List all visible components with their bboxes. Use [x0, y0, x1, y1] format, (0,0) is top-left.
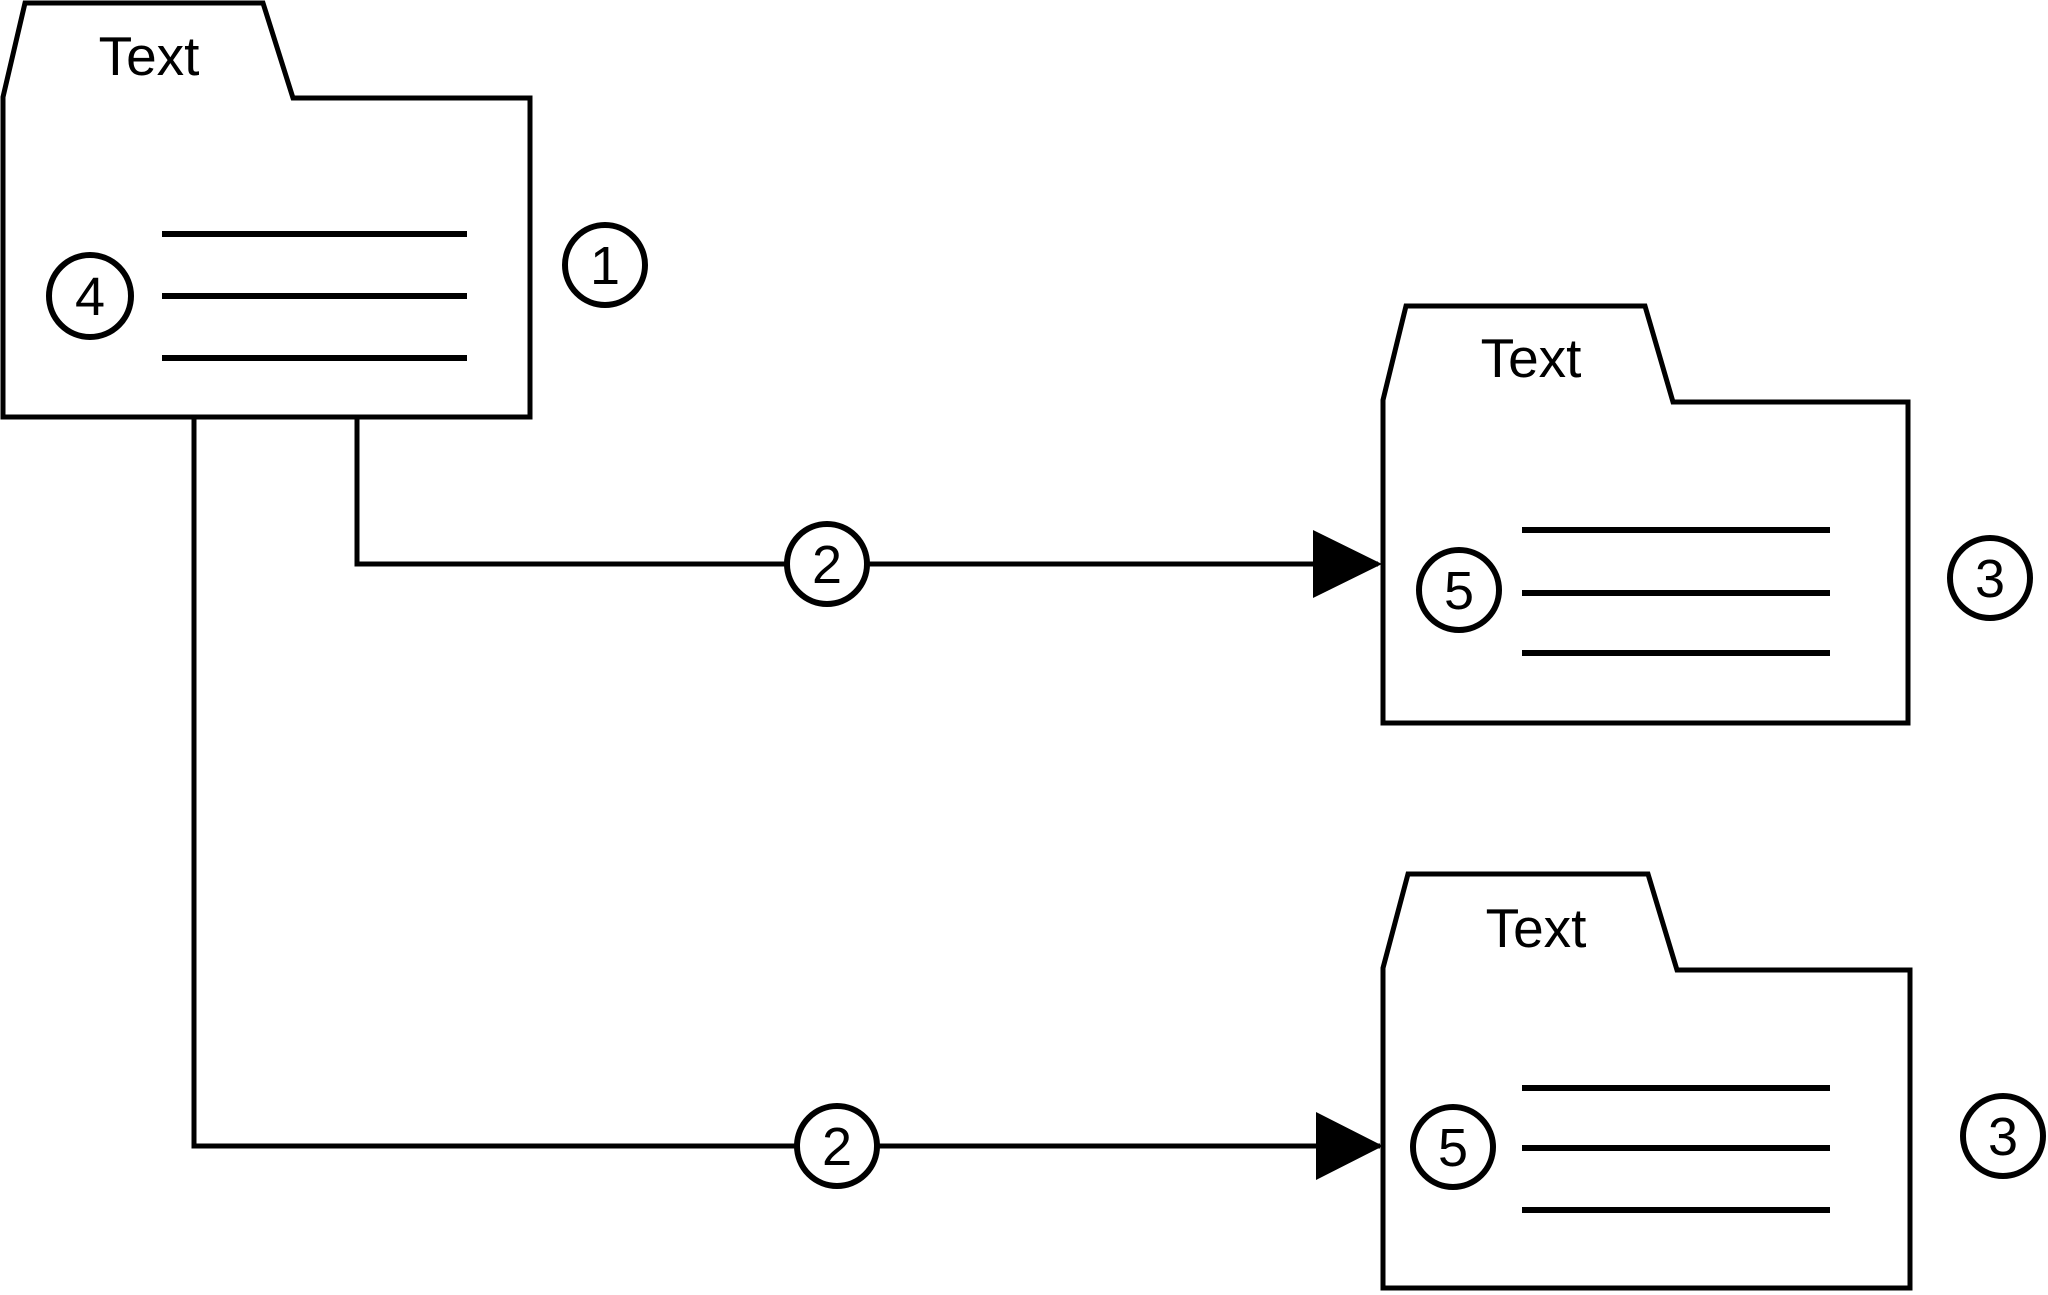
top-target-folder-label: Text — [1481, 327, 1582, 389]
badge-number: 2 — [822, 1117, 852, 1177]
badge-circle — [784, 521, 870, 607]
top-target-folder: Text 5 3 — [1380, 303, 2033, 726]
bottom-target-folder-outer-badge: 3 — [1960, 1093, 2046, 1179]
top-arrow-badge: 2 — [784, 521, 870, 607]
source-folder-inner-badge: 4 — [46, 252, 134, 340]
bottom-target-folder-text-lines-icon — [1522, 1085, 1830, 1213]
bottom-target-folder: Text 5 3 — [1380, 871, 2046, 1291]
bottom-arrow-connector: 2 — [191, 417, 1383, 1189]
top-target-folder-inner-badge: 5 — [1416, 547, 1502, 633]
bottom-arrow-badge: 2 — [794, 1103, 880, 1189]
badge-number: 3 — [1975, 549, 2005, 609]
bottom-target-folder-label: Text — [1486, 897, 1587, 959]
bottom-target-folder-outline — [1380, 871, 1913, 1291]
top-target-folder-text-lines-icon — [1522, 527, 1830, 656]
source-folder-text-lines-icon — [162, 231, 467, 361]
badge-number: 3 — [1988, 1107, 2018, 1167]
source-folder-outline — [0, 0, 533, 420]
badge-circle — [562, 222, 648, 308]
badge-number: 2 — [812, 535, 842, 595]
top-arrow-path — [354, 417, 1378, 567]
badge-circle — [1410, 1104, 1496, 1190]
badge-circle — [46, 252, 134, 340]
badge-circle — [1416, 547, 1502, 633]
badge-circle — [1947, 535, 2033, 621]
badge-number: 1 — [590, 236, 620, 296]
top-target-folder-outline — [1380, 303, 1911, 726]
badge-number: 4 — [75, 267, 105, 327]
source-folder-label: Text — [99, 25, 200, 87]
bottom-target-folder-inner-badge: 5 — [1410, 1104, 1496, 1190]
top-target-folder-outer-badge: 3 — [1947, 535, 2033, 621]
bottom-arrowhead-icon — [1316, 1112, 1383, 1180]
source-folder: Text 4 1 — [0, 0, 648, 420]
bottom-arrow-path — [191, 417, 1380, 1149]
badge-number: 5 — [1444, 561, 1474, 621]
badge-number: 5 — [1438, 1118, 1468, 1178]
badge-circle — [1960, 1093, 2046, 1179]
top-arrow-connector: 2 — [354, 417, 1382, 607]
top-arrowhead-icon — [1313, 530, 1382, 598]
badge-circle — [794, 1103, 880, 1189]
source-folder-outer-badge: 1 — [562, 222, 648, 308]
